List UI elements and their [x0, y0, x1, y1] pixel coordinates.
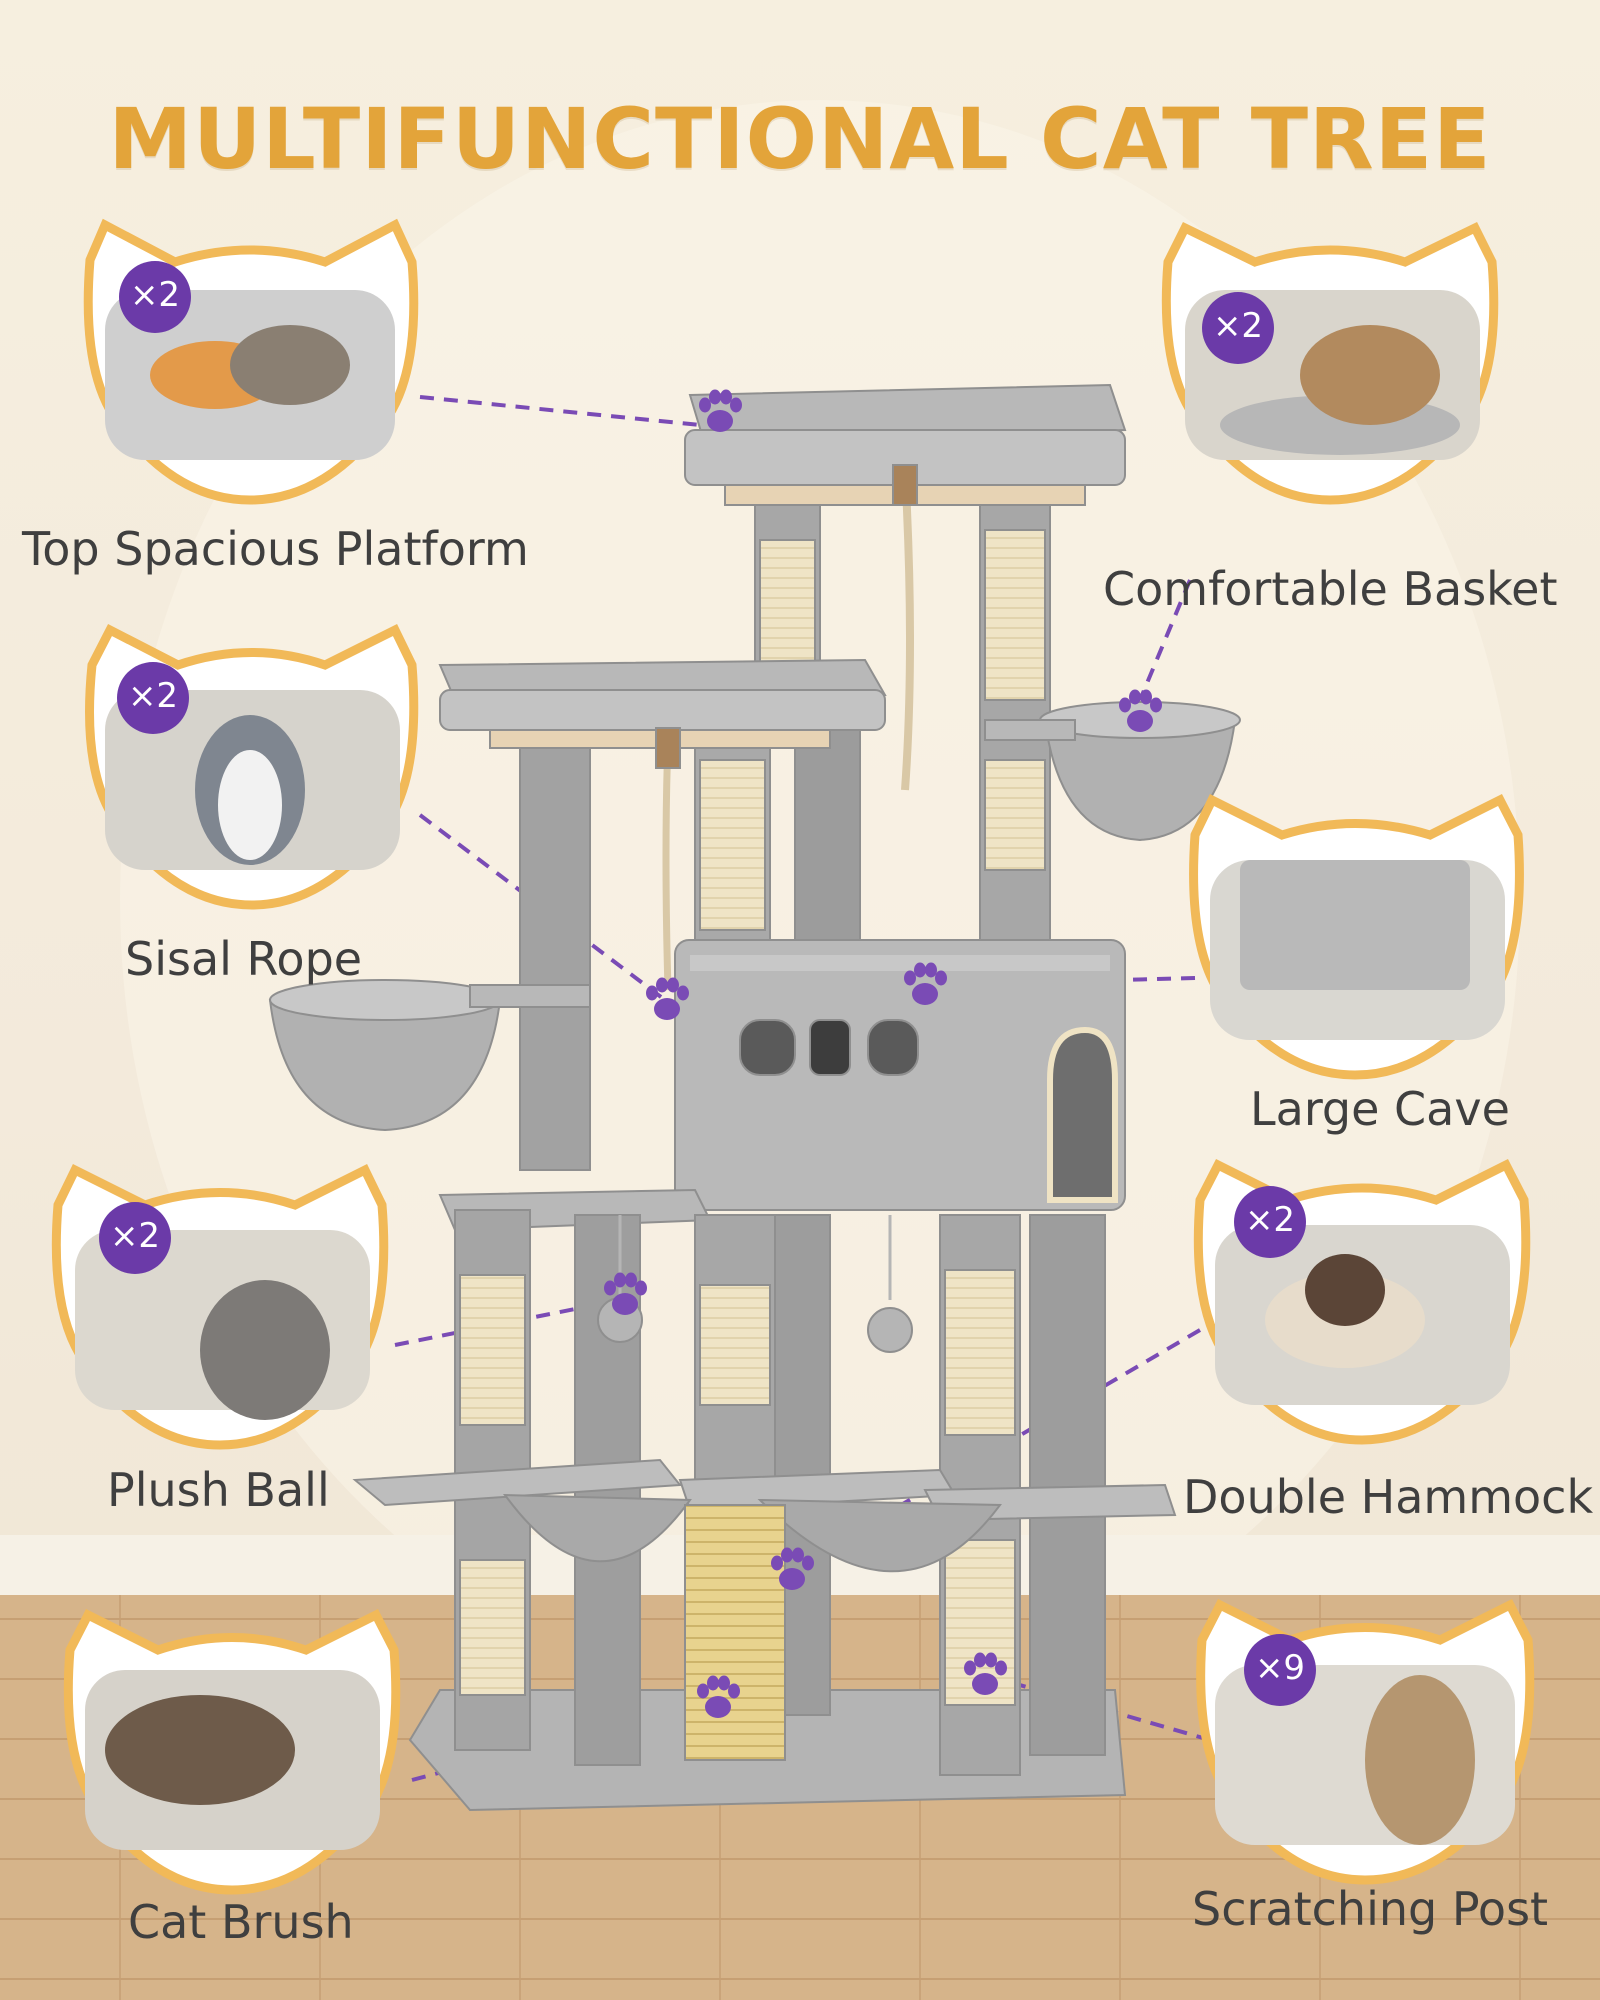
- badge-scratching-post: ×9: [1254, 1648, 1306, 1688]
- badge-double-hammock: ×2: [1244, 1200, 1296, 1240]
- cat-tree: [268, 383, 1241, 1812]
- callout-scenes: [75, 290, 1515, 1850]
- badge-basket: ×2: [1212, 306, 1264, 346]
- quantity-badges: [99, 261, 1316, 1706]
- label-top-spacious-platform: Top Spacious Platform: [22, 522, 529, 576]
- label-scratching-post: Scratching Post: [1192, 1882, 1549, 1936]
- page-title: MULTIFUNCTIONAL CAT TREE: [108, 90, 1492, 188]
- badge-sisal-rope: ×2: [127, 676, 179, 716]
- label-plush-ball: Plush Ball: [107, 1463, 330, 1517]
- label-double-hammock: Double Hammock: [1183, 1470, 1594, 1524]
- label-cat-brush: Cat Brush: [128, 1895, 354, 1949]
- label-sisal-rope: Sisal Rope: [125, 932, 363, 986]
- badge-top-platform: ×2: [129, 275, 181, 315]
- badge-plush-ball: ×2: [109, 1216, 161, 1256]
- label-large-cave: Large Cave: [1250, 1082, 1510, 1136]
- label-comfortable-basket: Comfortable Basket: [1103, 562, 1558, 616]
